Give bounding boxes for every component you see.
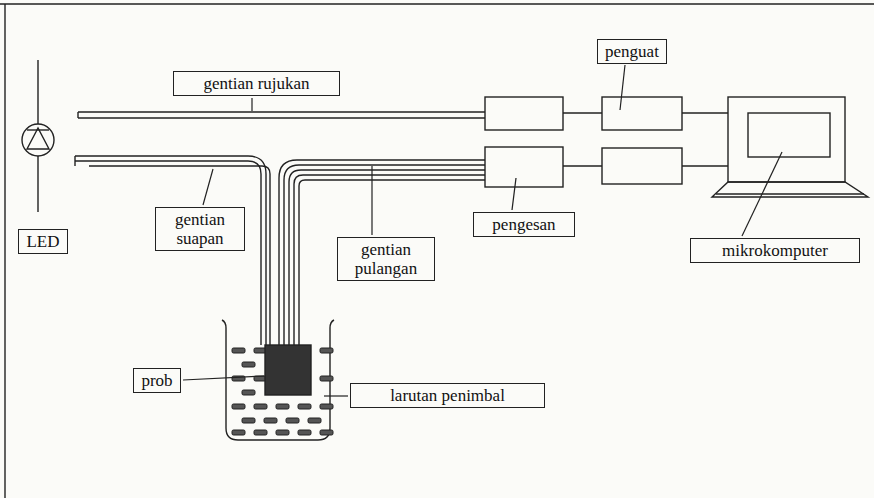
signal-amplifier [602,148,682,184]
reference-fibre [78,112,485,118]
label-box: mikrokomputer [690,238,860,263]
particle [298,404,311,409]
particle [232,348,245,353]
particle [320,376,333,381]
particle [232,430,245,435]
label-box: prob [133,368,181,393]
particle [276,404,289,409]
wire [682,112,728,113]
wire [563,165,602,166]
frame-line [4,4,5,498]
particle [242,418,255,423]
particle [286,418,299,423]
particle [242,362,255,367]
label-text: mikrokomputer [697,241,853,260]
signal-detector [485,147,563,187]
wire [563,112,602,113]
feed-fibre [75,156,270,345]
frame-line [0,3,874,4]
particle [320,404,333,409]
label-text: LED [25,232,61,251]
label-box: pengesan [473,212,575,237]
label-text: gentian pulangan [344,240,428,278]
particle [298,430,311,435]
reference-amplifier [602,97,682,130]
particle [242,390,255,395]
laptop-illustration [712,97,868,197]
wire [682,165,728,166]
particle [320,430,333,435]
label-box: gentian suapan [155,207,245,251]
reference-detector [485,97,563,130]
label-box: penguat [597,39,667,64]
led-symbol [22,60,54,212]
label-box: gentian rujukan [173,71,340,96]
label-text: larutan penimbal [357,386,538,405]
leader-lines [183,65,782,396]
particle [254,430,267,435]
probe-head [265,345,311,395]
label-text: pengesan [480,215,568,234]
label-text: gentian rujukan [180,74,333,93]
label-box: gentian pulangan [337,237,435,281]
beaker [222,320,334,440]
label-box: LED [18,229,68,254]
particle [320,348,333,353]
return-fibre [279,160,485,345]
particle [276,430,289,435]
particle [264,418,277,423]
label-text: gentian suapan [162,210,238,248]
label-text: prob [140,371,174,390]
particle [308,418,321,423]
label-text: penguat [604,42,660,61]
label-box: larutan penimbal [350,383,545,408]
particle [254,404,267,409]
particle [232,404,245,409]
